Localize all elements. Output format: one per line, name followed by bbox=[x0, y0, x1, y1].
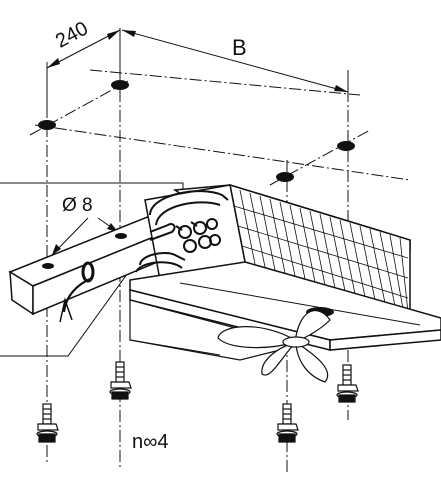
hanging-bolt-2 bbox=[36, 403, 59, 443]
hole-back-left bbox=[111, 80, 129, 90]
fin-pattern bbox=[233, 189, 409, 313]
dimension-b: B bbox=[121, 29, 349, 100]
fan bbox=[217, 310, 331, 383]
hanging-bolt-3 bbox=[276, 403, 299, 443]
dim-b-label: B bbox=[232, 35, 247, 60]
quantity-label: n∞4 bbox=[132, 431, 169, 453]
dimension-240: 240 bbox=[46, 18, 121, 118]
coil-tubes bbox=[135, 190, 229, 273]
hole-front-left bbox=[38, 120, 56, 130]
hole-diameter-label: Ø 8 bbox=[62, 195, 93, 216]
mounting-holes bbox=[38, 80, 355, 182]
hanging-bolt-4 bbox=[336, 364, 359, 403]
hole-back-right bbox=[337, 141, 355, 151]
hanging-bolt-1 bbox=[109, 361, 132, 400]
cooler-body bbox=[129, 183, 441, 361]
hole-front-right bbox=[276, 172, 294, 182]
